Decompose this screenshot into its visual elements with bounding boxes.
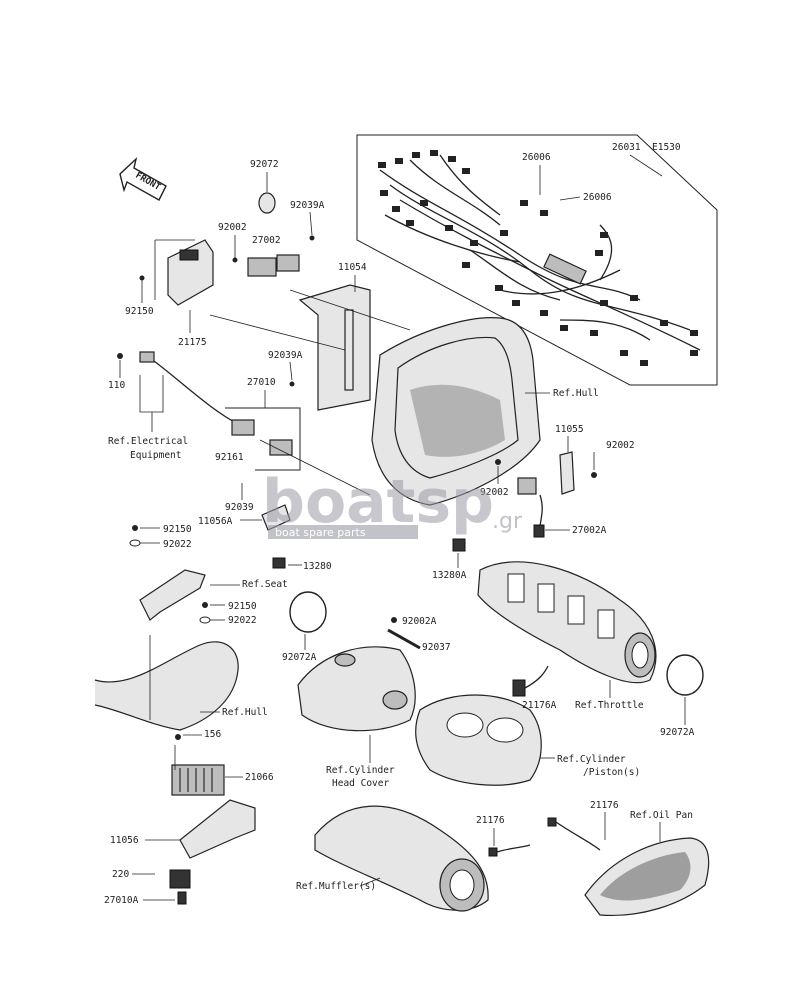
seat-bracket: Ref.Seat xyxy=(139,569,288,621)
label-27010: 27010 xyxy=(247,377,276,388)
label-92002A: 92002A xyxy=(402,616,437,627)
diagram-code: E1530 xyxy=(652,142,681,153)
label-27010A: 27010A xyxy=(104,895,139,906)
label-27002A: 27002A xyxy=(572,525,607,536)
ref-muffler: Ref.Muffler(s) xyxy=(296,881,376,892)
ref-cylinder: Ref.Cylinder xyxy=(557,754,626,765)
ref-hull-2: Ref.Hull xyxy=(222,707,268,718)
watermark-suffix: .gr xyxy=(492,509,523,534)
ref-cylinder-2: /Piston(s) xyxy=(583,767,640,778)
label-92022-a: 92022 xyxy=(163,539,192,550)
label-11054: 11054 xyxy=(338,262,367,273)
label-26006-a: 26006 xyxy=(522,152,551,163)
ref-hull-1: Ref.Hull xyxy=(553,388,599,399)
label-92150-a: 92150 xyxy=(125,306,154,317)
sensor-21176-a: 21176 xyxy=(476,815,531,857)
watermark: boatsp .gr boat spare parts xyxy=(262,467,523,539)
oil-pan: Ref.Oil Pan xyxy=(584,810,710,917)
bracket-11056A: 11056A xyxy=(198,504,291,531)
ref-throttle: Ref.Throttle xyxy=(575,700,644,711)
label-21066: 21066 xyxy=(245,772,274,783)
ecu-part: 21175 xyxy=(154,239,214,348)
label-92150-b: 92150 xyxy=(163,524,192,535)
cylinder-block: Ref.Cylinder /Piston(s) xyxy=(415,694,640,786)
label-92002-r1: 92002 xyxy=(606,440,635,451)
ref-oilpan: Ref.Oil Pan xyxy=(630,810,693,821)
label-21176A: 21176A xyxy=(522,700,557,711)
label-92150-c: 92150 xyxy=(228,601,257,612)
bracket-11054: 11054 xyxy=(298,262,371,411)
label-21176-b: 21176 xyxy=(590,800,619,811)
label-92002-top: 92002 xyxy=(218,222,247,233)
sensor-21176-b: 21176 xyxy=(547,800,619,851)
throttle-body: Ref.Throttle xyxy=(477,561,657,711)
clip-92072A-right: 92072A xyxy=(660,654,704,738)
watermark-tagline: boat spare parts xyxy=(275,526,366,539)
label-156: 156 xyxy=(204,729,221,740)
sub-harness-27010: 110 27010 Ref.Electrical Equipment 92161 xyxy=(108,351,301,471)
sensor-21176A: 21176A xyxy=(512,665,557,711)
label-92039A-mid: 92039A xyxy=(268,350,303,361)
ref-electrical-2: Equipment xyxy=(130,450,181,461)
label-92037: 92037 xyxy=(422,642,451,653)
label-110: 110 xyxy=(108,380,125,391)
wiring-harness-group: 26006 26006 26031 xyxy=(356,134,718,386)
label-13280A: 13280A xyxy=(432,570,467,581)
muffler: Ref.Muffler(s) xyxy=(296,805,489,912)
label-11056A: 11056A xyxy=(198,516,233,527)
relay-part: 92072 92002 27002 xyxy=(218,159,300,277)
label-92002-r2: 92002 xyxy=(480,487,509,498)
ref-electrical: Ref.Electrical xyxy=(108,436,188,447)
hull-opening: Ref.Hull xyxy=(371,317,599,506)
label-92039: 92039 xyxy=(225,502,254,513)
clip-92072A-left: 92072A xyxy=(282,591,327,663)
regulator-21066: 156 21066 xyxy=(171,729,274,796)
label-92039A-top: 92039A xyxy=(290,200,325,211)
label-13280: 13280 xyxy=(303,561,332,572)
label-92072A-r: 92072A xyxy=(660,727,695,738)
label-92022-b: 92022 xyxy=(228,615,257,626)
ref-seat: Ref.Seat xyxy=(242,579,288,590)
bracket-11056: 11056 xyxy=(110,799,256,859)
label-26031: 26031 xyxy=(612,142,641,153)
label-11056: 11056 xyxy=(110,835,139,846)
bracket-11055: 11055 xyxy=(555,424,584,495)
label-21176-a: 21176 xyxy=(476,815,505,826)
ref-cylhead: Ref.Cylinder xyxy=(326,765,395,776)
label-92161: 92161 xyxy=(215,452,244,463)
label-220: 220 xyxy=(112,869,129,880)
label-11055: 11055 xyxy=(555,424,584,435)
label-26006-b: 26006 xyxy=(583,192,612,203)
label-92072: 92072 xyxy=(250,159,279,170)
hull-section: Ref.Hull xyxy=(94,641,268,731)
ref-cylhead-2: Head Cover xyxy=(332,778,389,789)
label-92072A-l: 92072A xyxy=(282,652,317,663)
label-21175: 21175 xyxy=(178,337,207,348)
label-27002: 27002 xyxy=(252,235,281,246)
cylinder-head-cover: Ref.Cylinder Head Cover xyxy=(297,646,416,789)
front-arrow: FRONT xyxy=(119,156,167,201)
